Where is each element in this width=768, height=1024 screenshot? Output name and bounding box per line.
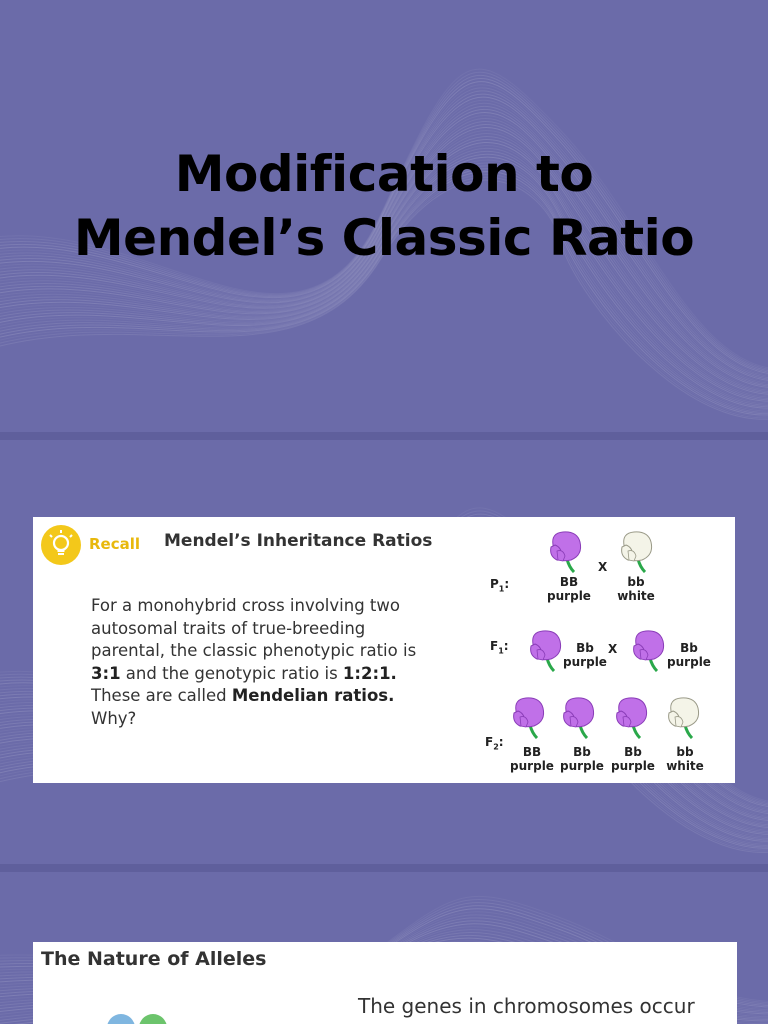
phenotypic-ratio: 3:1 (91, 663, 121, 683)
phenotype: purple (667, 655, 711, 669)
card-text: The genes in chromosomes occur (358, 994, 695, 1018)
f2-label: F2: (485, 735, 504, 752)
genotype: Bb (576, 641, 594, 655)
title-slide: Modification to Mendel’s Classic Ratio (0, 0, 768, 432)
recall-slide: Recall Mendel’s Inheritance Ratios For a… (0, 440, 768, 864)
body-text-part: Why? (91, 708, 137, 728)
phenotype: purple (560, 759, 604, 773)
slide-title: Modification to Mendel’s Classic Ratio (0, 142, 768, 270)
f1-label: F1: (490, 639, 509, 656)
genotype: bb (676, 745, 694, 759)
phenotype: purple (510, 759, 554, 773)
phenotype: purple (611, 759, 655, 773)
f2-genotype-4: bb white (660, 745, 710, 773)
cross-symbol: X (608, 642, 618, 656)
white-flower-icon (618, 529, 656, 577)
genotype: Bb (573, 745, 591, 759)
gen-subscript: 1 (498, 584, 505, 594)
alleles-slide: The Nature of Alleles The genes in chrom… (0, 872, 768, 1024)
phenotype: purple (547, 589, 591, 603)
purple-flower-icon (527, 628, 565, 676)
purple-flower-icon (510, 695, 548, 743)
mendelian-ratios-term: Mendelian ratios. (231, 686, 395, 705)
body-text-part: and the genotypic ratio is (120, 663, 343, 683)
f1-genotype-2: Bb purple (663, 641, 715, 669)
genotype: BB (522, 745, 542, 759)
p1-genotype-1: BB purple (544, 575, 594, 603)
purple-flower-icon (560, 695, 598, 743)
recall-label: Recall (89, 535, 141, 553)
f2-genotype-2: Bb purple (557, 745, 607, 773)
f2-genotype-1: BB purple (507, 745, 557, 773)
cross-symbol: X (598, 560, 608, 574)
slide-divider (0, 432, 768, 440)
f1-genotype-1: Bb purple (559, 641, 611, 669)
gen-letter: P (490, 577, 499, 591)
body-text-part: For a monohybrid cross involving two aut… (91, 596, 417, 660)
card-title: Mendel’s Inheritance Ratios (164, 531, 433, 551)
card-title: The Nature of Alleles (41, 948, 267, 970)
title-line-2: Mendel’s Classic Ratio (73, 209, 695, 267)
slide-divider (0, 864, 768, 872)
genotype: BB (559, 575, 579, 589)
p1-label: P1: (490, 577, 510, 594)
title-line-1: Modification to (174, 145, 594, 203)
purple-flower-icon (613, 695, 651, 743)
chromosome-icon (107, 1014, 167, 1024)
gen-letter: F (490, 639, 499, 653)
genotype: Bb (624, 745, 642, 759)
lightbulb-icon (41, 525, 81, 565)
genotype: Bb (680, 641, 698, 655)
body-text: For a monohybrid cross involving two aut… (91, 595, 421, 730)
alleles-card: The Nature of Alleles The genes in chrom… (33, 942, 737, 1024)
body-text-part: These are called (91, 686, 232, 705)
wave-background (0, 68, 768, 420)
phenotype: white (617, 589, 655, 603)
gen-subscript: 2 (493, 742, 499, 752)
phenotype: white (666, 759, 704, 773)
genotype: bb (627, 575, 645, 589)
recall-card: Recall Mendel’s Inheritance Ratios For a… (33, 517, 735, 783)
purple-flower-icon (630, 628, 668, 676)
genotypic-ratio: 1:2:1. (342, 663, 397, 683)
gen-letter: F (485, 735, 494, 749)
f2-genotype-3: Bb purple (608, 745, 658, 773)
white-flower-icon (665, 695, 703, 743)
gen-subscript: 1 (498, 646, 504, 656)
phenotype: purple (563, 655, 607, 669)
purple-flower-icon (547, 529, 585, 577)
p1-genotype-2: bb white (611, 575, 661, 603)
